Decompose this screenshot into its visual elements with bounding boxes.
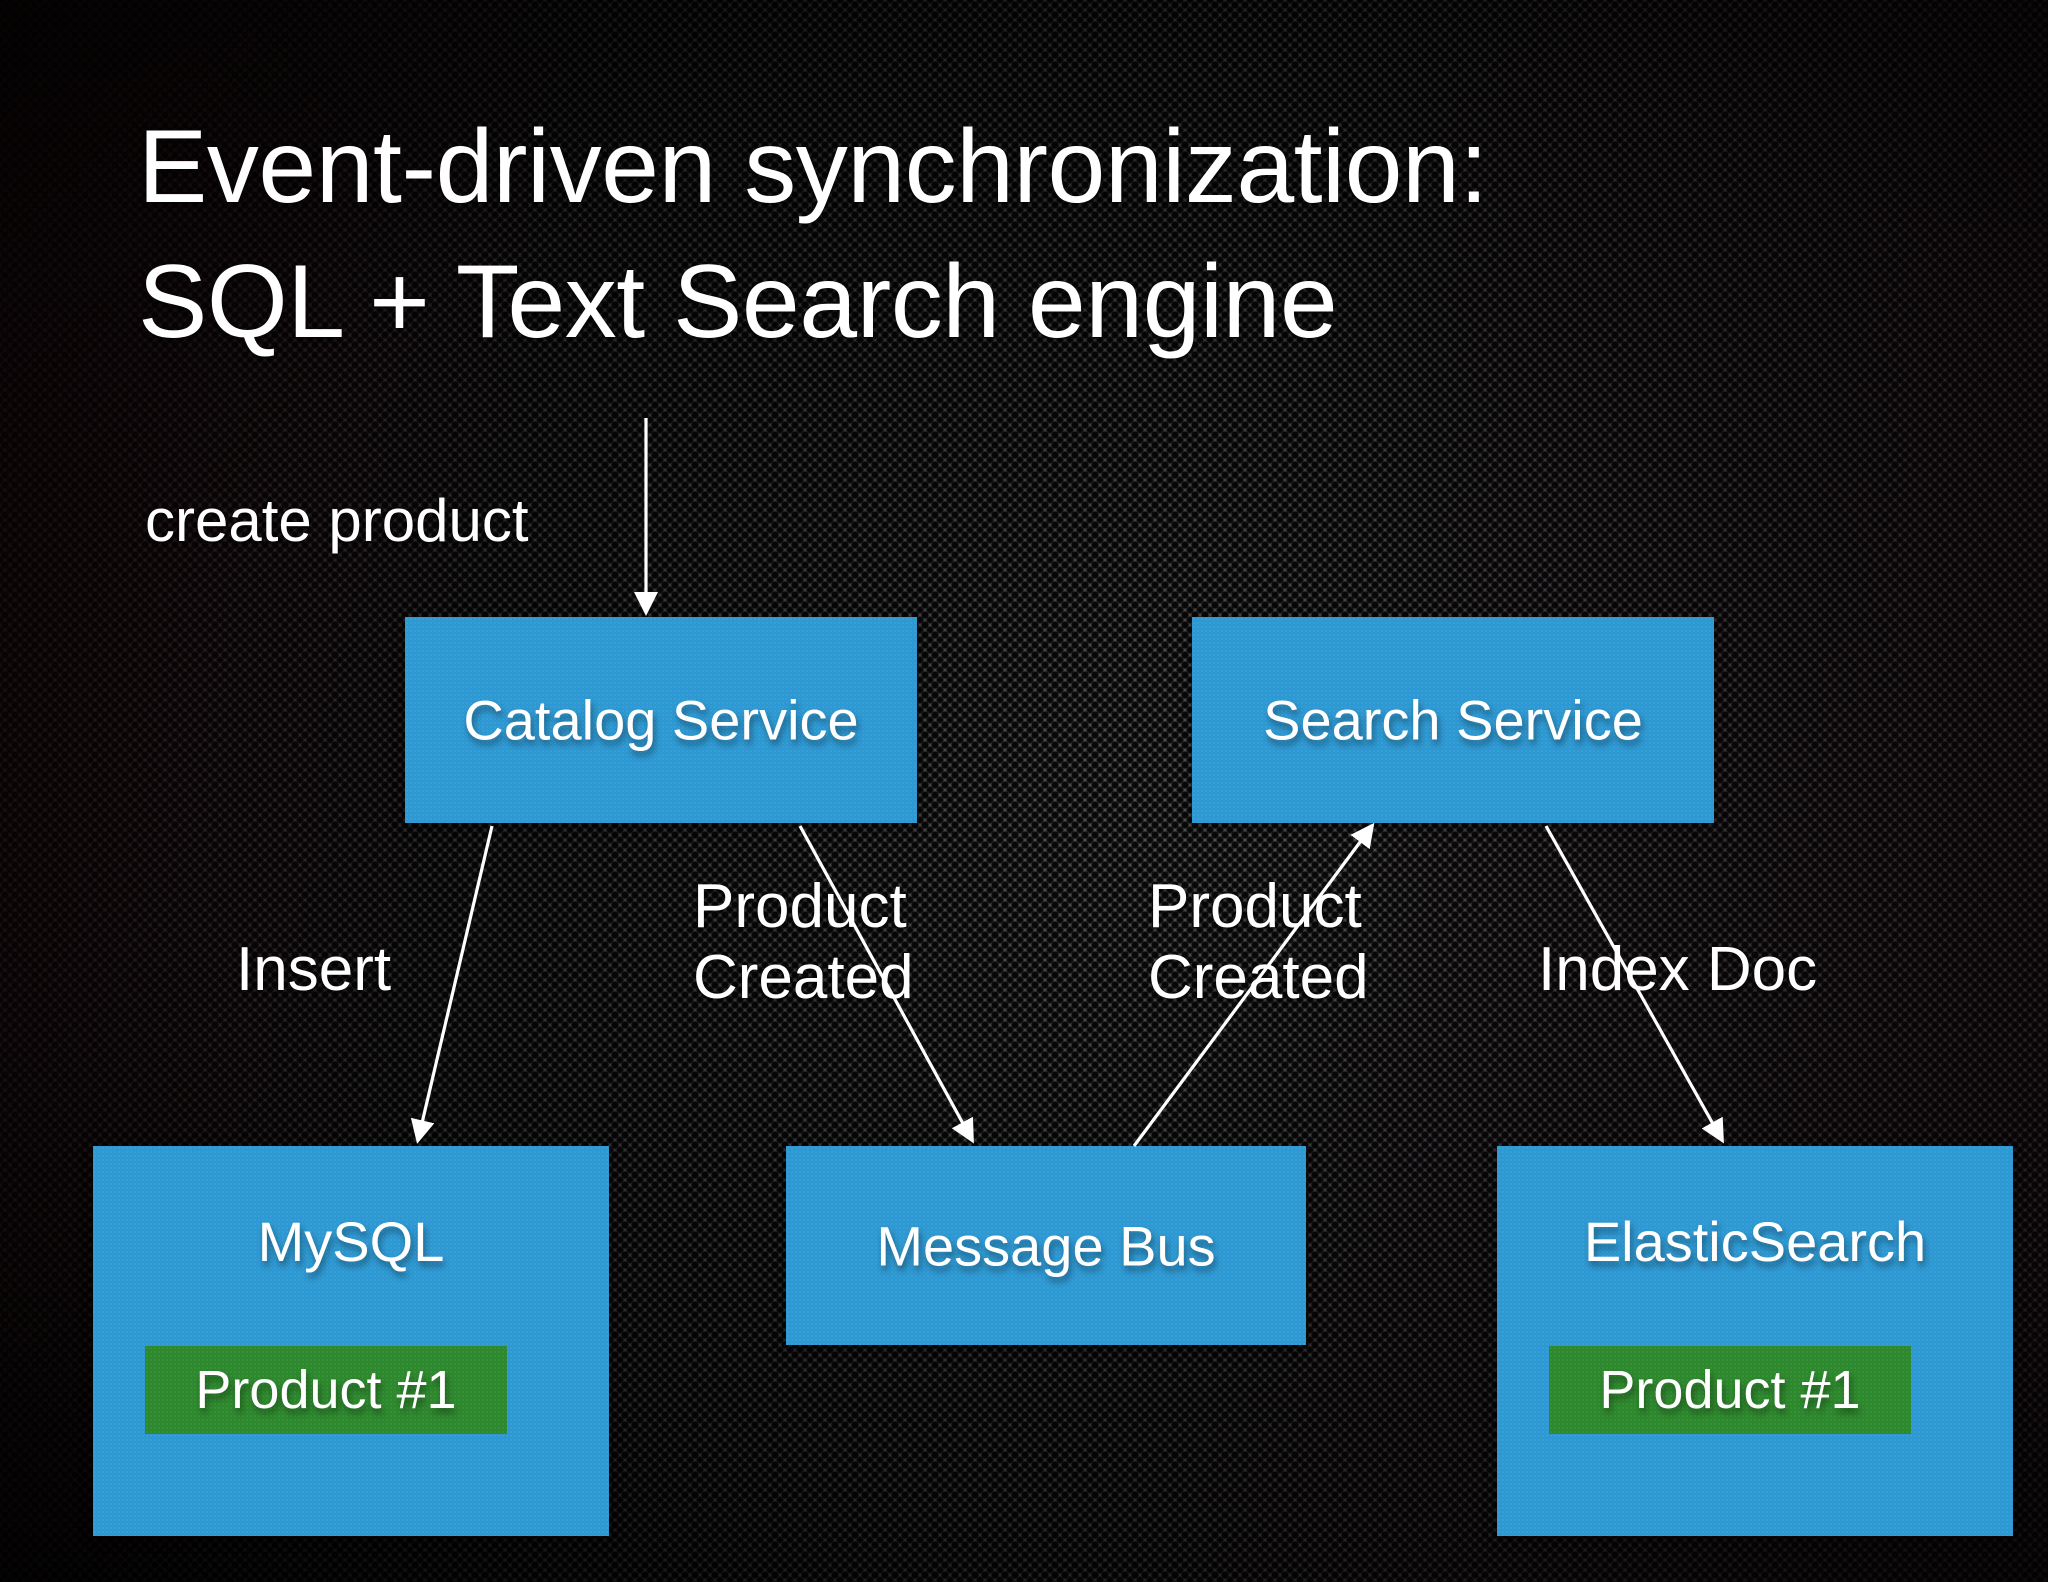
node-search-service-label: Search Service — [1263, 688, 1643, 752]
node-elasticsearch-product-badge-label: Product #1 — [1599, 1360, 1861, 1420]
node-mysql-product-badge[interactable]: Product #1 — [145, 1346, 507, 1434]
node-search-service[interactable]: Search Service — [1192, 617, 1714, 823]
edge-label-create-product: create product — [145, 487, 529, 554]
node-mysql-label: MySQL — [257, 1210, 445, 1273]
node-mysql[interactable]: MySQL Product #1 — [93, 1146, 609, 1536]
node-catalog-service[interactable]: Catalog Service — [405, 617, 917, 823]
node-elasticsearch-product-badge[interactable]: Product #1 — [1549, 1346, 1911, 1434]
node-mysql-product-badge-label: Product #1 — [195, 1360, 457, 1420]
node-message-bus-label: Message Bus — [876, 1214, 1216, 1277]
slide-title: Event-driven synchronization: SQL + Text… — [138, 109, 1488, 361]
edge-label-insert: Insert — [236, 935, 392, 1004]
node-elasticsearch-label: ElasticSearch — [1583, 1210, 1927, 1273]
node-catalog-service-label: Catalog Service — [463, 688, 859, 752]
edge-label-index-doc: Index Doc — [1538, 935, 1818, 1004]
node-elasticsearch[interactable]: ElasticSearch Product #1 — [1497, 1146, 2013, 1536]
node-message-bus[interactable]: Message Bus — [786, 1146, 1306, 1345]
edge-label-product-created-right: Product Created — [1148, 872, 1369, 1012]
edge-label-product-created-left: Product Created — [693, 872, 914, 1012]
